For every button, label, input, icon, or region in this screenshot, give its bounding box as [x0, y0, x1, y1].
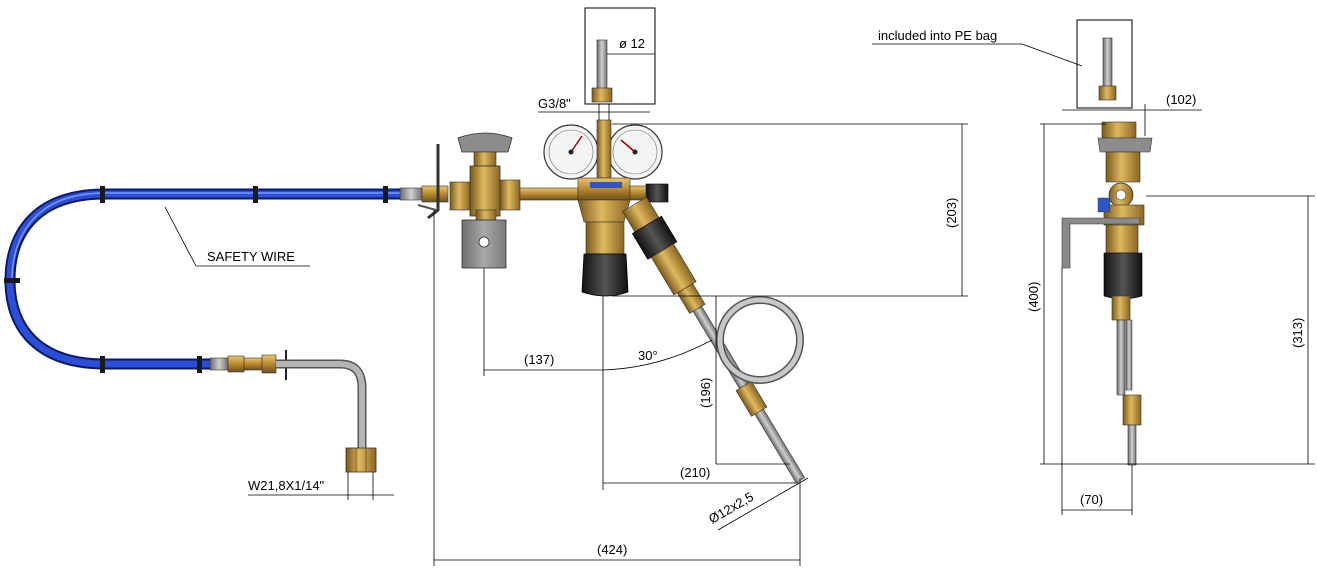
dimension-lines — [164, 43, 1315, 566]
inlet-thread-label: G3/8" — [538, 96, 571, 111]
cylinder-valve — [449, 132, 579, 269]
outlet-pipe-assembly — [209, 350, 377, 473]
dim-196: (196) — [698, 378, 713, 408]
dim-210: (210) — [680, 465, 710, 480]
pe-bag-label: included into PE bag — [878, 28, 997, 43]
dim-70: (70) — [1080, 492, 1103, 507]
safety-wire-label: SAFETY WIRE — [207, 249, 295, 264]
dim-203: (203) — [944, 198, 959, 228]
hose-end-fitting — [399, 144, 449, 220]
dim-400: (400) — [1026, 282, 1041, 312]
detail-box-front — [584, 7, 656, 105]
safety-hose — [4, 186, 400, 373]
dim-102: (102) — [1166, 92, 1196, 107]
diameter-label: ø 12 — [619, 36, 645, 51]
tube-coil — [716, 296, 804, 384]
angle-label: 30° — [638, 348, 658, 363]
tube-spec-label: Ø12x2,5 — [706, 489, 756, 527]
dim-137: (137) — [524, 352, 554, 367]
dim-313: (313) — [1290, 318, 1305, 348]
side-view — [1061, 19, 1153, 466]
pressure-regulator — [543, 119, 669, 297]
dim-424: (424) — [597, 542, 627, 557]
outlet-thread-label: W21,8X1/14" — [248, 478, 325, 493]
